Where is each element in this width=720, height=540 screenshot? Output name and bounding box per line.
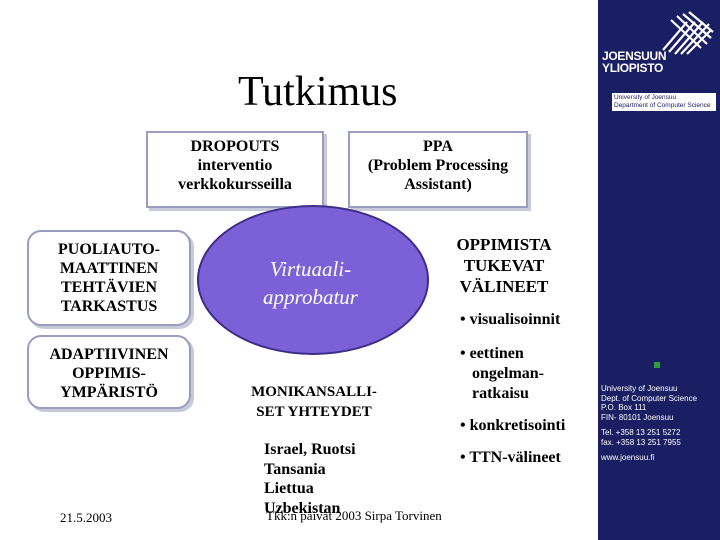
puoli-line3: TEHTÄVIEN <box>60 279 158 296</box>
oppimista-line3: VÄLINEET <box>459 277 549 296</box>
puoli-line4: TARKASTUS <box>60 298 158 315</box>
info-line5: Tel. +358 13 251 5272 <box>601 428 681 437</box>
monikansalliset-heading: MONIKANSALLI- SET YHTEYDET <box>224 382 404 422</box>
center-line2: approbatur <box>263 285 358 309</box>
info-line4: FIN- 80101 Joensuu <box>601 412 674 422</box>
center-line1: Virtuaali- <box>269 257 352 281</box>
logo-line1: JOENSUUN <box>602 49 667 63</box>
ppa-line3: Assistant) <box>404 176 472 193</box>
adapt-line1: ADAPTIIVINEN <box>49 346 169 363</box>
logo-line2: YLIOPISTO <box>602 61 664 75</box>
dropouts-line1: DROPOUTS <box>190 138 280 155</box>
ppa-line2: (Problem Processing <box>367 157 509 174</box>
countries-list: Israel, Ruotsi Tansania Liettua Uzbekist… <box>264 440 356 518</box>
bullet-eettinen-cont1: ongelman- <box>472 365 544 382</box>
moni-line1: MONIKANSALLI- <box>251 384 377 400</box>
dept-line2: Department of Computer Science <box>614 102 711 109</box>
center-oval-text: Virtuaali- approbatur <box>223 255 398 311</box>
info-website-link[interactable]: www.joensuu.fi <box>601 453 655 462</box>
green-marker-icon <box>654 362 660 368</box>
puoli-line1: PUOLIAUTO- <box>58 241 160 258</box>
bullet-visualisoinnit: • visualisoinnit <box>460 311 561 328</box>
info-line2: Dept. of Computer Science <box>601 393 698 403</box>
center-oval <box>197 205 429 355</box>
tools-bullet-list: • visualisoinnit • eettinen ongelman- ra… <box>460 310 565 468</box>
info-line6: fax. +358 13 251 7955 <box>601 437 681 447</box>
dropouts-line3: verkkokursseilla <box>178 176 292 193</box>
puoli-line2: MAATTINEN <box>59 260 159 277</box>
oppimista-line2: TUKEVAT <box>463 256 545 275</box>
ppa-line1: PPA <box>423 138 453 155</box>
puoliautomaattinen-box: PUOLIAUTO- MAATTINEN TEHTÄVIEN TARKASTUS <box>27 230 191 326</box>
country-2: Tansania <box>264 460 326 478</box>
adapt-line3: YMPÄRISTÖ <box>60 384 158 401</box>
bullet-ttn: • TTN-välineet <box>460 449 561 466</box>
university-sidebar <box>598 0 720 540</box>
country-3: Liettua <box>264 480 314 497</box>
slide-date: 21.5.2003 <box>60 510 112 525</box>
adapt-line2: OPPIMIS- <box>72 365 146 382</box>
slide-footer: Tkk:n päivät 2003 Sirpa Torvinen <box>266 508 442 523</box>
department-label: University of Joensuu Department of Comp… <box>612 93 716 111</box>
slide-title: Tutkimus <box>238 69 398 115</box>
university-logo-text: JOENSUUN YLIOPISTO <box>602 49 667 75</box>
bullet-konkretisointi: • konkretisointi <box>460 417 566 434</box>
oppimista-heading: OPPIMISTA TUKEVAT VÄLINEET <box>419 234 589 297</box>
oppimista-line1: OPPIMISTA <box>456 235 552 254</box>
dropouts-box: DROPOUTS interventio verkkokursseilla <box>146 131 324 208</box>
ppa-box: PPA (Problem Processing Assistant) <box>348 131 528 208</box>
dept-line1: University of Joensuu <box>614 94 677 101</box>
info-line1: University of Joensuu <box>601 384 678 393</box>
country-1: Israel, Ruotsi <box>264 441 356 458</box>
university-logo-icon <box>662 11 714 55</box>
contact-info: University of Joensuu Dept. of Computer … <box>601 384 719 463</box>
info-line3: P.O. Box 111 <box>601 403 647 412</box>
bullet-eettinen: • eettinen <box>460 345 524 362</box>
dropouts-line2: interventio <box>197 157 273 174</box>
country-4: Uzbekistan <box>264 499 341 517</box>
adaptiivinen-box: ADAPTIIVINEN OPPIMIS- YMPÄRISTÖ <box>27 335 191 409</box>
bullet-eettinen-cont2: ratkaisu <box>472 385 529 402</box>
moni-line2: SET YHTEYDET <box>256 404 372 420</box>
